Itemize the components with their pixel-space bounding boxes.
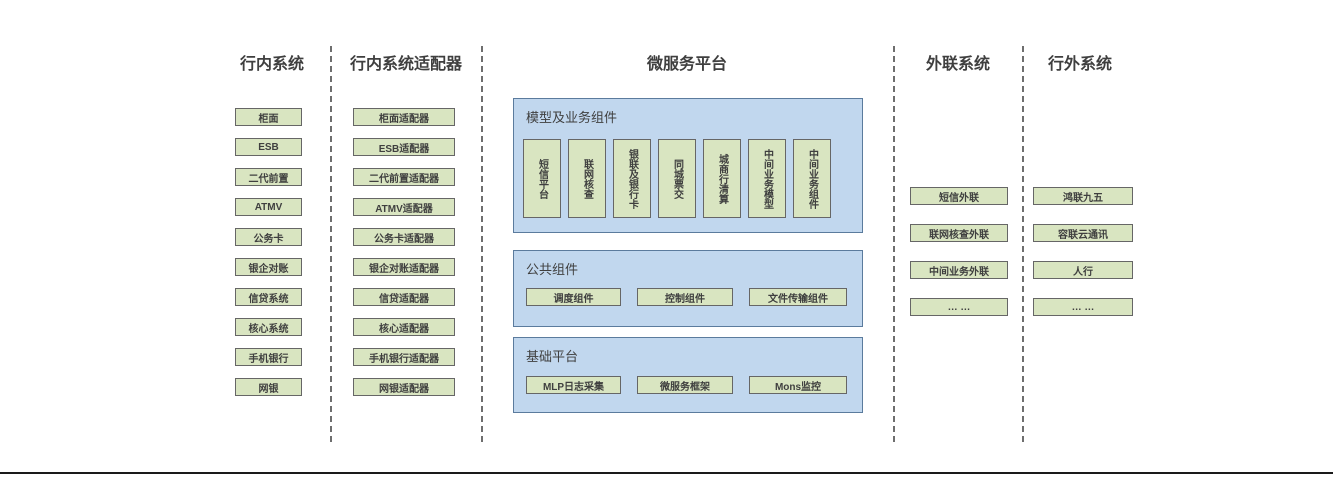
outbound-system-node: … … xyxy=(910,298,1008,316)
base-platform-list: MLP日志采集 微服务框架 Mons监控 xyxy=(526,376,847,394)
business-component-node: 同城票交 xyxy=(658,139,696,218)
column-title-adapters: 行内系统适配器 xyxy=(349,56,462,73)
outbound-system-node: 联网核查外联 xyxy=(910,224,1008,242)
common-component-node: 控制组件 xyxy=(637,288,733,306)
business-component-node: 中间业务组件 xyxy=(793,139,831,218)
panel-common-components: 公共组件 调度组件 控制组件 文件传输组件 xyxy=(513,250,863,327)
base-platform-node: Mons监控 xyxy=(749,376,847,394)
external-system-node: … … xyxy=(1033,298,1133,316)
column-divider xyxy=(1022,46,1024,442)
business-component-node: 短信平台 xyxy=(523,139,561,218)
inbank-system-list: 柜面 ESB 二代前置 ATMV 公务卡 银企对账 信贷系统 核心系统 手机银行… xyxy=(235,108,302,396)
column-title-platform: 微服务平台 xyxy=(646,56,727,73)
adapter-node: 公务卡适配器 xyxy=(353,228,455,246)
column-divider xyxy=(893,46,895,442)
model-component-list: 短信平台 联网核查 银联及银行卡 同城票交 城商行清算 中间业务模型 中间业务组… xyxy=(523,139,831,218)
adapter-node: 手机银行适配器 xyxy=(353,348,455,366)
inbank-system-node: 信贷系统 xyxy=(235,288,302,306)
panel-label: 模型及业务组件 xyxy=(526,110,618,125)
inbank-system-node: 网银 xyxy=(235,378,302,396)
base-platform-node: 微服务框架 xyxy=(637,376,733,394)
inbank-system-node: 二代前置 xyxy=(235,168,302,186)
inbank-system-node: ESB xyxy=(235,138,302,156)
external-system-list: 鸿联九五 容联云通讯 人行 … … xyxy=(1033,187,1133,316)
inbank-system-node: 公务卡 xyxy=(235,228,302,246)
panel-base-platform: 基础平台 MLP日志采集 微服务框架 Mons监控 xyxy=(513,337,863,413)
external-system-node: 鸿联九五 xyxy=(1033,187,1133,205)
column-title-inbank: 行内系统 xyxy=(239,56,304,73)
common-component-node: 文件传输组件 xyxy=(749,288,847,306)
inbank-system-node: ATMV xyxy=(235,198,302,216)
inbank-system-node: 手机银行 xyxy=(235,348,302,366)
column-title-external: 行外系统 xyxy=(1047,56,1112,73)
panel-label: 基础平台 xyxy=(526,349,579,364)
common-component-list: 调度组件 控制组件 文件传输组件 xyxy=(526,288,847,306)
base-platform-node: MLP日志采集 xyxy=(526,376,621,394)
common-component-node: 调度组件 xyxy=(526,288,621,306)
business-component-node: 联网核查 xyxy=(568,139,606,218)
adapter-node: 柜面适配器 xyxy=(353,108,455,126)
adapter-list: 柜面适配器 ESB适配器 二代前置适配器 ATMV适配器 公务卡适配器 银企对账… xyxy=(353,108,455,396)
outbound-system-node: 中间业务外联 xyxy=(910,261,1008,279)
adapter-node: 二代前置适配器 xyxy=(353,168,455,186)
panel-label: 公共组件 xyxy=(526,262,579,277)
inbank-system-node: 柜面 xyxy=(235,108,302,126)
adapter-node: 信贷适配器 xyxy=(353,288,455,306)
adapter-node: 网银适配器 xyxy=(353,378,455,396)
outbound-system-list: 短信外联 联网核查外联 中间业务外联 … … xyxy=(910,187,1008,316)
external-system-node: 人行 xyxy=(1033,261,1133,279)
adapter-node: ATMV适配器 xyxy=(353,198,455,216)
adapter-node: ESB适配器 xyxy=(353,138,455,156)
column-title-outbound: 外联系统 xyxy=(925,56,990,73)
page-bottom-rule xyxy=(0,472,1333,474)
column-divider xyxy=(330,46,332,442)
business-component-node: 中间业务模型 xyxy=(748,139,786,218)
business-component-node: 银联及银行卡 xyxy=(613,139,651,218)
business-component-node: 城商行清算 xyxy=(703,139,741,218)
external-system-node: 容联云通讯 xyxy=(1033,224,1133,242)
panel-model-business-components: 模型及业务组件 短信平台 联网核查 银联及银行卡 同城票交 城商行清算 中间业务… xyxy=(513,98,863,233)
adapter-node: 核心适配器 xyxy=(353,318,455,336)
inbank-system-node: 核心系统 xyxy=(235,318,302,336)
outbound-system-node: 短信外联 xyxy=(910,187,1008,205)
column-divider xyxy=(481,46,483,442)
adapter-node: 银企对账适配器 xyxy=(353,258,455,276)
inbank-system-node: 银企对账 xyxy=(235,258,302,276)
